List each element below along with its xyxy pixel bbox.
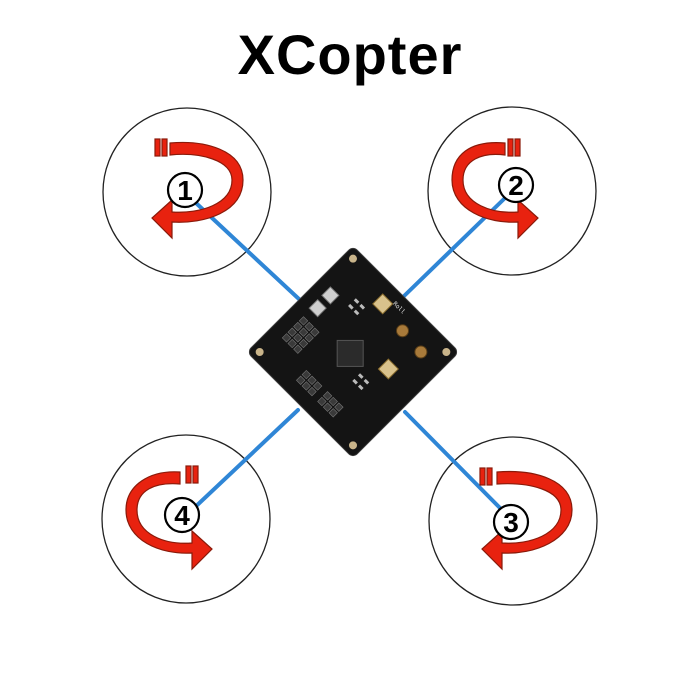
- motor-3-number: 3: [503, 507, 519, 538]
- motor-3-label: 3: [494, 505, 528, 539]
- motor-2-number: 2: [508, 170, 524, 201]
- motor-1-number: 1: [177, 175, 193, 206]
- motor-4-number: 4: [174, 500, 190, 531]
- motor-4-label: 4: [165, 498, 199, 532]
- motor-1-label: 1: [168, 173, 202, 207]
- motor-2-label: 2: [499, 168, 533, 202]
